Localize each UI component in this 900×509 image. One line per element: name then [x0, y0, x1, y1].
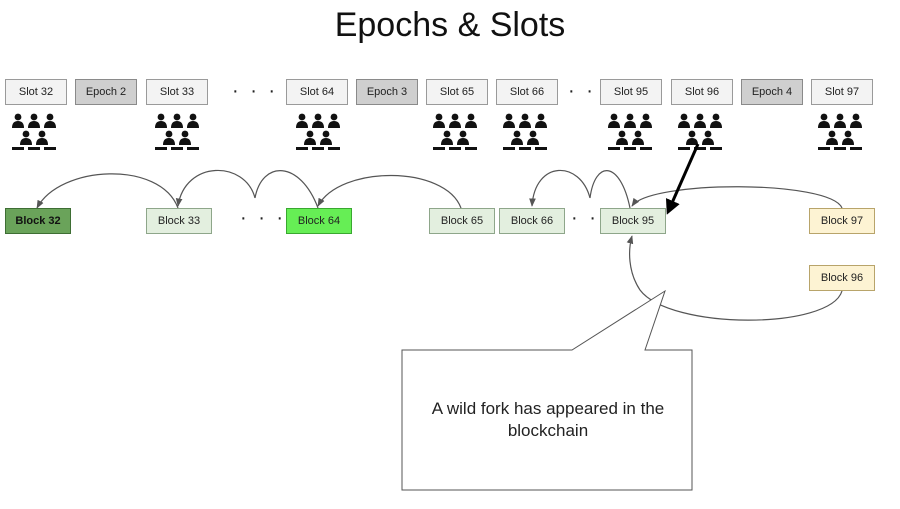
slot-32-box: Slot 32 — [5, 79, 67, 105]
people-group-icon — [818, 113, 862, 150]
slot-95-box: Slot 95 — [600, 79, 662, 105]
people-group-icon — [296, 113, 340, 150]
people-group-icon — [608, 113, 652, 150]
arrow-block96-to-block95 — [626, 235, 843, 321]
arrow-block95-link — [589, 170, 631, 209]
arrow-block33-to-block32 — [36, 173, 179, 209]
arrow-slot96-to-block95 — [665, 143, 700, 215]
block-66-box: Block 66 — [499, 208, 565, 234]
arrow-block64-to-block64-link — [254, 170, 319, 209]
epoch-2-box: Epoch 2 — [75, 79, 137, 105]
slot-97-box: Slot 97 — [811, 79, 873, 105]
block-95-box: Block 95 — [600, 208, 666, 234]
slot-64-box: Slot 64 — [286, 79, 348, 105]
slot-33-box: Slot 33 — [146, 79, 208, 105]
people-group-icon — [155, 113, 199, 150]
slot-96-box: Slot 96 — [671, 79, 733, 105]
slot-66-box: Slot 66 — [496, 79, 558, 105]
epoch-3-box: Epoch 3 — [356, 79, 418, 105]
arrow-block95-to-block66 — [529, 169, 591, 207]
people-group-icon — [503, 113, 547, 150]
people-group-icon — [678, 113, 722, 150]
fork-callout-text: A wild fork has appeared in the blockcha… — [431, 399, 665, 440]
block-97-box: Block 97 — [809, 208, 875, 234]
block-96-box: Block 96 — [809, 265, 875, 291]
arrow-block64-to-block33 — [175, 169, 256, 207]
people-group-icon — [433, 113, 477, 150]
arrow-block97-to-block95 — [631, 186, 843, 209]
block-64-box: Block 64 — [286, 208, 352, 234]
epoch-4-box: Epoch 4 — [741, 79, 803, 105]
callout-shape — [401, 289, 693, 491]
block-33-box: Block 33 — [146, 208, 212, 234]
block-32-box: Block 32 — [5, 208, 71, 234]
block-65-box: Block 65 — [429, 208, 495, 234]
arrow-block65-to-block64 — [317, 174, 462, 209]
ellipsis-block-1: · · · — [240, 207, 287, 229]
diagram-title: Epochs & Slots — [334, 6, 566, 44]
people-group-icon — [12, 113, 56, 150]
slot-65-box: Slot 65 — [426, 79, 488, 105]
